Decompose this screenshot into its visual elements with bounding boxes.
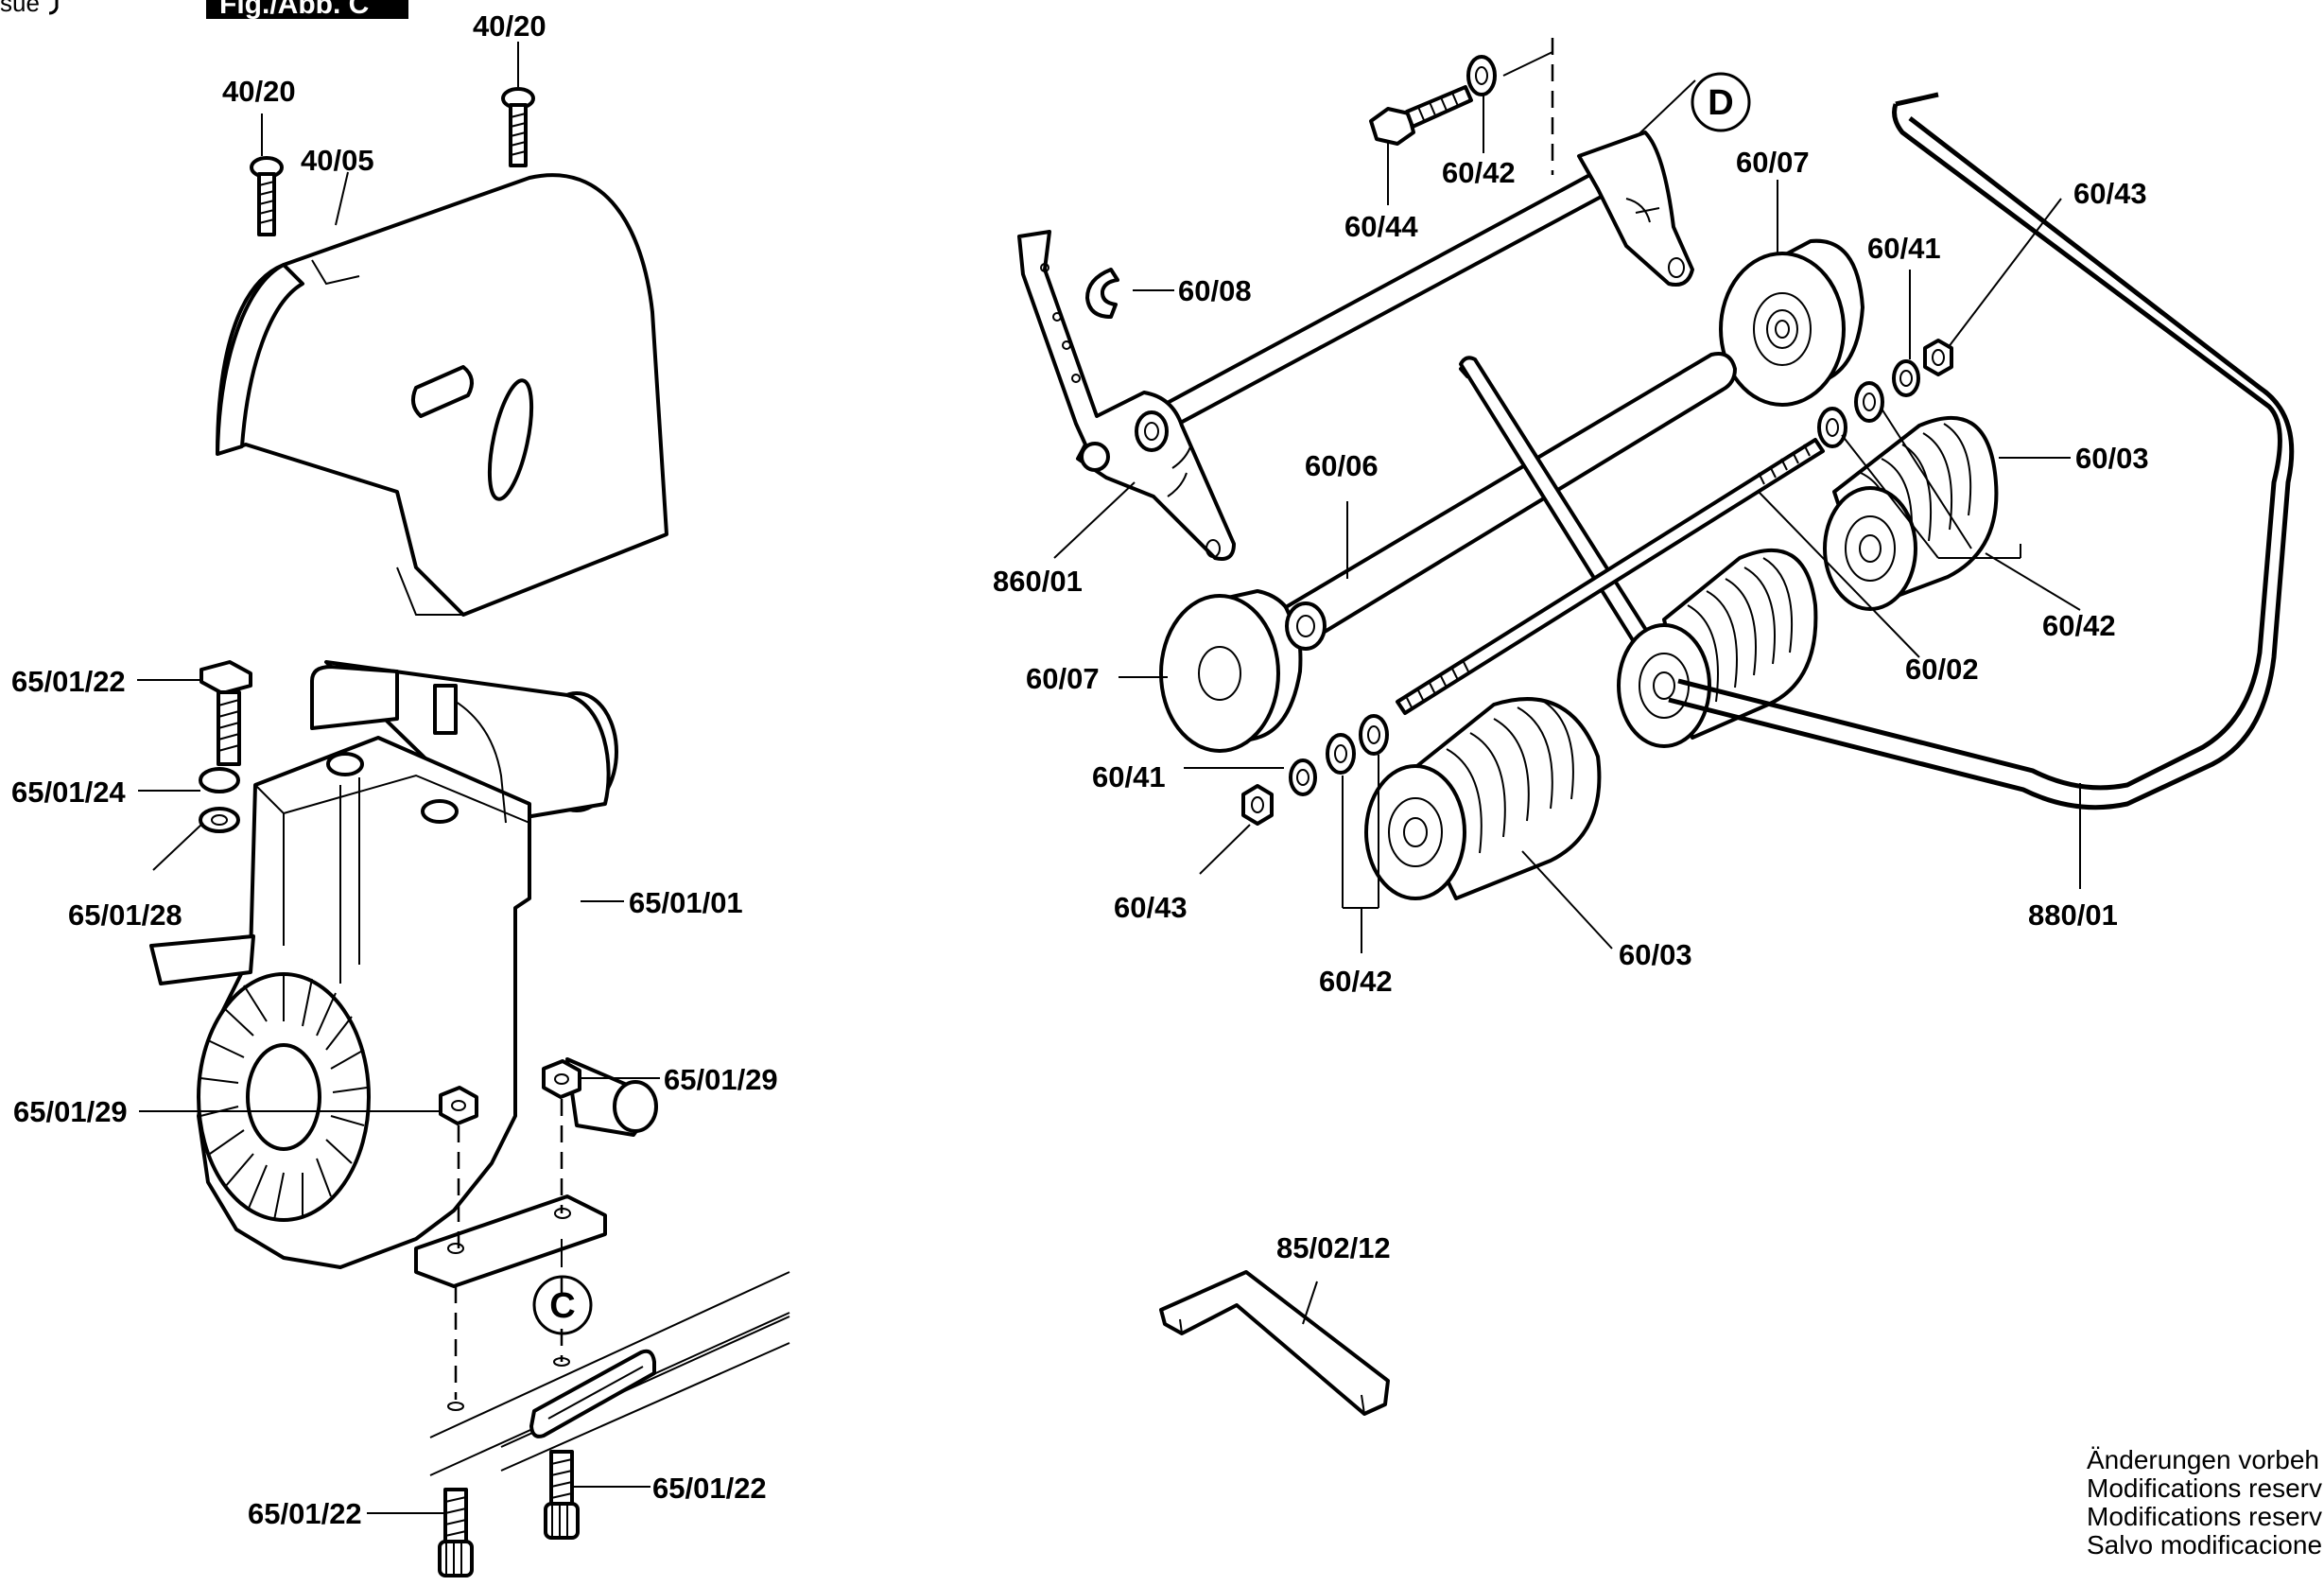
cover-screw-right (501, 87, 535, 167)
callout-c-label: C (549, 1286, 575, 1326)
label-frame-side: 860/01 (993, 565, 1083, 598)
label-engine-nut-right: 65/01/29 (664, 1063, 778, 1096)
label-handle-bar: 880/01 (2028, 898, 2118, 932)
roller-middle (1617, 548, 1818, 748)
label-bolt-washer: 60/42 (1442, 156, 1516, 189)
label-circlip-left: 60/41 (1092, 760, 1166, 793)
engine-bolt-bottom-left (438, 1488, 474, 1577)
engine-base-plate (414, 1194, 607, 1288)
handle-bar (1677, 92, 2282, 791)
bolt-washer (1466, 55, 1497, 96)
callout-d: D (1691, 72, 1751, 132)
handle-rod-link (1459, 356, 1680, 692)
nut-right (1923, 339, 1953, 376)
frame-side (1017, 230, 1236, 561)
notice-line-3: Modifications reserv (2087, 1502, 2322, 1531)
label-wheel-right: 60/07 (1736, 146, 1810, 179)
engine-bolt-bottom-right (544, 1450, 580, 1540)
label-roller-left: 60/03 (1619, 938, 1692, 971)
modification-notice: Änderungen vorbeh Modifications reserv M… (2087, 1445, 2322, 1560)
label-circlip-right: 60/41 (1867, 232, 1941, 265)
roller-left (1364, 697, 1602, 900)
engine-nut-left (439, 1086, 478, 1125)
engine-nut-right (542, 1059, 581, 1099)
label-bolt: 60/44 (1344, 210, 1418, 243)
callout-c: C (532, 1275, 593, 1335)
leader-lines (137, 42, 2081, 1514)
label-tube: 60/06 (1305, 449, 1379, 482)
engine-washer (199, 807, 240, 833)
notice-line-2: Modifications reserv (2087, 1473, 2322, 1503)
engine-bolt-top (199, 660, 252, 766)
label-nut-right: 60/43 (2073, 177, 2147, 210)
washer-left-1 (1359, 714, 1389, 756)
label-wheel-left: 60/07 (1026, 662, 1100, 695)
engine-throttle-lever (149, 934, 255, 985)
engine-assembly (149, 660, 658, 1411)
circlip-right (1892, 359, 1920, 397)
figure-tab-label: Fig./Abb. C (219, 0, 369, 20)
flywheel-fins (199, 974, 368, 1221)
tube (1284, 352, 1737, 647)
label-engine-bolt-bottom-left: 65/01/22 (248, 1497, 362, 1530)
label-engine-washer: 65/01/28 (68, 898, 182, 932)
shaft (1396, 438, 1825, 715)
label-nut-left: 60/43 (1114, 891, 1188, 924)
part-labels: 40/20 40/20 40/05 65/01/22 65/01/24 65/0… (11, 9, 2149, 1530)
label-engine-lock-washer: 65/01/24 (11, 776, 126, 809)
label-shaft: 60/02 (1905, 653, 1979, 686)
washer-right-1 (1817, 407, 1847, 448)
label-engine: 65/01/01 (629, 886, 743, 919)
engine-lock-washer (199, 767, 240, 793)
clip (1085, 268, 1119, 319)
header-hook-mark (48, 0, 59, 15)
hex-key (1159, 1270, 1390, 1416)
header: sue Fig./Abb. C (0, 0, 408, 20)
figure-tab (206, 0, 408, 19)
label-cover-screw-left: 40/20 (222, 75, 296, 108)
circlip-left (1289, 758, 1317, 796)
label-cover-screw-right: 40/20 (473, 9, 546, 43)
frame-bracket-right (1577, 131, 1694, 287)
mower-deck-rails (429, 1271, 790, 1476)
label-engine-bolt-top: 65/01/22 (11, 665, 126, 698)
washer-left-2 (1326, 733, 1356, 775)
label-cover: 40/05 (301, 144, 374, 177)
callout-d-label: D (1708, 83, 1733, 123)
cover-oval-opening (487, 378, 534, 501)
bolt (1369, 85, 1473, 146)
notice-line-4: Salvo modificacione (2087, 1530, 2322, 1560)
wheel-right (1719, 238, 1864, 407)
label-roller-right: 60/03 (2075, 442, 2149, 475)
cover-assembly (216, 87, 668, 617)
wheel-left (1159, 589, 1303, 753)
label-clip: 60/08 (1178, 274, 1252, 307)
label-washer-right-pair: 60/42 (2042, 609, 2116, 642)
notice-line-1: Änderungen vorbeh (2087, 1445, 2319, 1474)
cover-screw-left (250, 156, 284, 236)
issue-label: sue (0, 0, 40, 17)
nut-left (1241, 784, 1274, 826)
label-engine-nut-left: 65/01/29 (13, 1095, 128, 1128)
washer-right-2 (1854, 381, 1884, 423)
label-hex-key: 85/02/12 (1276, 1231, 1391, 1264)
cover-shaft-slot (410, 365, 474, 418)
label-engine-bolt-bottom-right: 65/01/22 (652, 1472, 767, 1505)
roller-assembly (1017, 38, 2295, 900)
label-washer-left-pair: 60/42 (1319, 965, 1393, 998)
